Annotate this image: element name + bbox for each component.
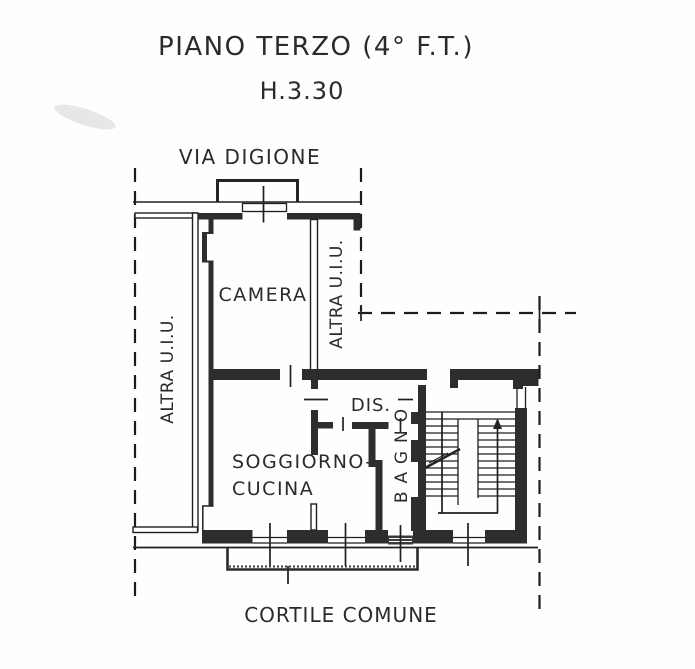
left-neighbour-unit: ALTRA U.I.U. [132, 212, 199, 534]
altra-uiu-middle-label: ALTRA U.I.U. [327, 239, 347, 348]
street-label: VIA DIGIONE [179, 145, 321, 169]
page-title: PIANO TERZO (4° F.T.) [158, 32, 474, 62]
bottom-wall-seg-2 [287, 530, 328, 544]
bagno-wall-stub-2 [411, 440, 418, 462]
landing-top-wall [513, 369, 539, 386]
scan-smudge [54, 104, 116, 130]
top-wall-left-segment [197, 213, 243, 220]
soggiorno-dis-partition-stub [318, 422, 333, 429]
balcony-door-threshold [241, 202, 288, 213]
bottom-wall-seg-4 [413, 530, 453, 544]
bottom-wall-seg-1 [202, 530, 253, 544]
window-3-sill [453, 536, 485, 544]
apartment-top-wall [197, 213, 361, 231]
camera-bottom-wall [208, 369, 280, 380]
bagno-left-wall [375, 460, 383, 530]
window-2-sill [328, 536, 365, 544]
stair-landing-window [516, 387, 527, 408]
strip-right-wall [191, 212, 199, 532]
soggiorno-kitchen-stub [310, 503, 318, 531]
entrance-wall [450, 369, 539, 389]
camera-room: CAMERA [202, 218, 319, 381]
middle-wall-band [208, 365, 427, 389]
bottom-wall-seg-3 [365, 530, 388, 544]
camera-label: CAMERA [218, 284, 307, 306]
camera-left-wall-lower [208, 262, 214, 369]
courtyard-wall [133, 523, 538, 566]
stairwell [424, 387, 527, 531]
street-balcony [216, 179, 299, 223]
corridor-wall-jamb [311, 380, 318, 389]
disimpegno-label: DIS. [351, 395, 391, 416]
camera-left-wall-upper [208, 219, 214, 234]
top-wall-right-stub [353, 219, 361, 231]
stair-core-walls [457, 419, 479, 505]
bagno-right-wall [418, 385, 426, 531]
stair-break-slash-2 [428, 452, 449, 464]
bagno-room: BAGNO [375, 385, 426, 531]
dis-bagno-partition-bar [352, 422, 389, 429]
entrance-door-jamb [450, 380, 458, 388]
camera-wall-jog-top [202, 232, 214, 234]
camera-left-wall-jog [202, 232, 207, 263]
camera-right-wall [309, 218, 319, 381]
soggiorno-label-line2: CUCINA [232, 478, 314, 500]
soggiorno-dis-partition [311, 410, 318, 455]
balcony-bottom-outline [226, 548, 419, 571]
balcony-outline [216, 179, 299, 202]
altra-uiu-left-label: ALTRA U.I.U. [158, 314, 178, 423]
courtyard-balcony [226, 548, 419, 584]
soggiorno-room: SOGGIORNO- CUCINA [202, 380, 374, 531]
disimpegno-area: DIS. [304, 395, 413, 467]
stair-up-arrow-head [493, 418, 502, 429]
entrance-right-wall [450, 369, 513, 380]
corridor-top-wall [302, 369, 427, 380]
property-boundary-lines [133, 168, 576, 612]
bagno-wall-stub-3 [411, 497, 418, 531]
bagno-label: BAGNO [392, 401, 412, 503]
stair-break-slash [424, 447, 461, 470]
bottom-wall-seg-5 [485, 530, 527, 544]
strip-bottom-wall [132, 526, 199, 534]
dis-bagno-partition-stem [368, 429, 376, 467]
stair-right-wall [515, 408, 527, 531]
plan-titles: PIANO TERZO (4° F.T.) H.3.30 VIA DIGIONE… [158, 32, 474, 627]
landing-top-wall-step [513, 386, 523, 389]
stair-treads [426, 411, 515, 497]
floor-height-label: H.3.30 [260, 77, 345, 105]
top-wall-right-segment [287, 213, 361, 220]
bagno-wall-stub-1 [411, 412, 418, 424]
courtyard-label: CORTILE COMUNE [244, 603, 438, 627]
camera-wall-jog-bottom [202, 260, 214, 263]
soggiorno-left-wall [208, 380, 214, 506]
strip-top-wall [134, 212, 198, 219]
soggiorno-label-line1: SOGGIORNO- [232, 451, 374, 473]
soggiorno-left-wall-step [202, 505, 214, 530]
